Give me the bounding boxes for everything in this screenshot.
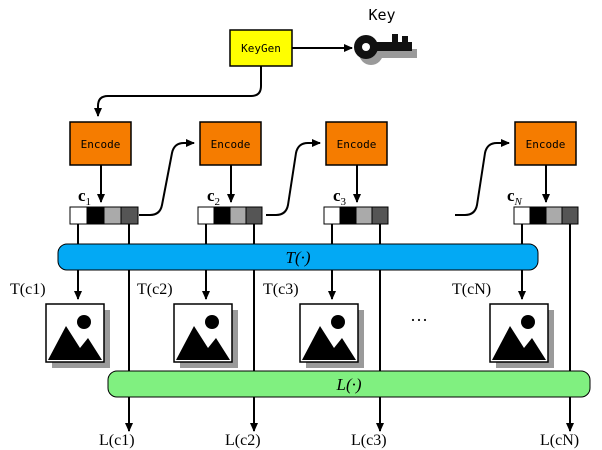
encode-label-n: Encode xyxy=(526,138,566,151)
keygen-label: KeyGen xyxy=(241,42,281,55)
chain-arrow-to-n xyxy=(455,139,510,216)
transform-bar xyxy=(57,243,539,271)
t-output-label-2: T(c2) xyxy=(137,281,173,298)
code-label-1: c1 xyxy=(78,186,91,208)
encode-label-2: Encode xyxy=(211,138,251,151)
t-output-label-n: T(cN) xyxy=(452,281,491,298)
key-icon xyxy=(354,34,417,65)
encode-box-n: Encode xyxy=(514,121,577,166)
image-icon xyxy=(173,303,238,368)
l-output-label-3: L(c3) xyxy=(351,432,387,449)
l-output-label-2: L(c2) xyxy=(225,432,261,449)
image-icon xyxy=(45,303,110,368)
code-label-3: c3 xyxy=(333,186,347,208)
code-strip-1 xyxy=(69,206,139,225)
keygen-box xyxy=(229,29,293,67)
t-output-label-3: T(c3) xyxy=(263,281,299,298)
code-label-n: cN xyxy=(507,186,523,208)
encode-box-1: Encode xyxy=(69,121,132,166)
image-icon xyxy=(489,303,554,368)
t-output-label-1: T(c1) xyxy=(10,281,46,298)
encode-label-3: Encode xyxy=(337,138,377,151)
l-output-label-n: L(cN) xyxy=(540,432,579,449)
key-to-encode-1-arrow xyxy=(94,66,262,117)
image-icon xyxy=(299,303,364,368)
code-strip-2 xyxy=(197,206,263,225)
loss-bar xyxy=(107,370,591,398)
l-output-label-1: L(c1) xyxy=(99,432,135,449)
encode-box-3: Encode xyxy=(325,121,388,166)
code-label-2: c2 xyxy=(207,186,220,208)
code-strip-n xyxy=(513,206,579,225)
chain-arrow-1-2 xyxy=(139,139,195,216)
chain-arrow-2-3 xyxy=(266,139,321,216)
key-label: Key xyxy=(368,6,395,24)
encode-label-1: Encode xyxy=(81,138,121,151)
ellipsis: ··· xyxy=(410,310,428,330)
transform-label: T(·) xyxy=(285,248,310,267)
code-strip-3 xyxy=(323,206,389,225)
loss-label: L(·) xyxy=(335,375,361,394)
encode-box-2: Encode xyxy=(199,121,262,166)
